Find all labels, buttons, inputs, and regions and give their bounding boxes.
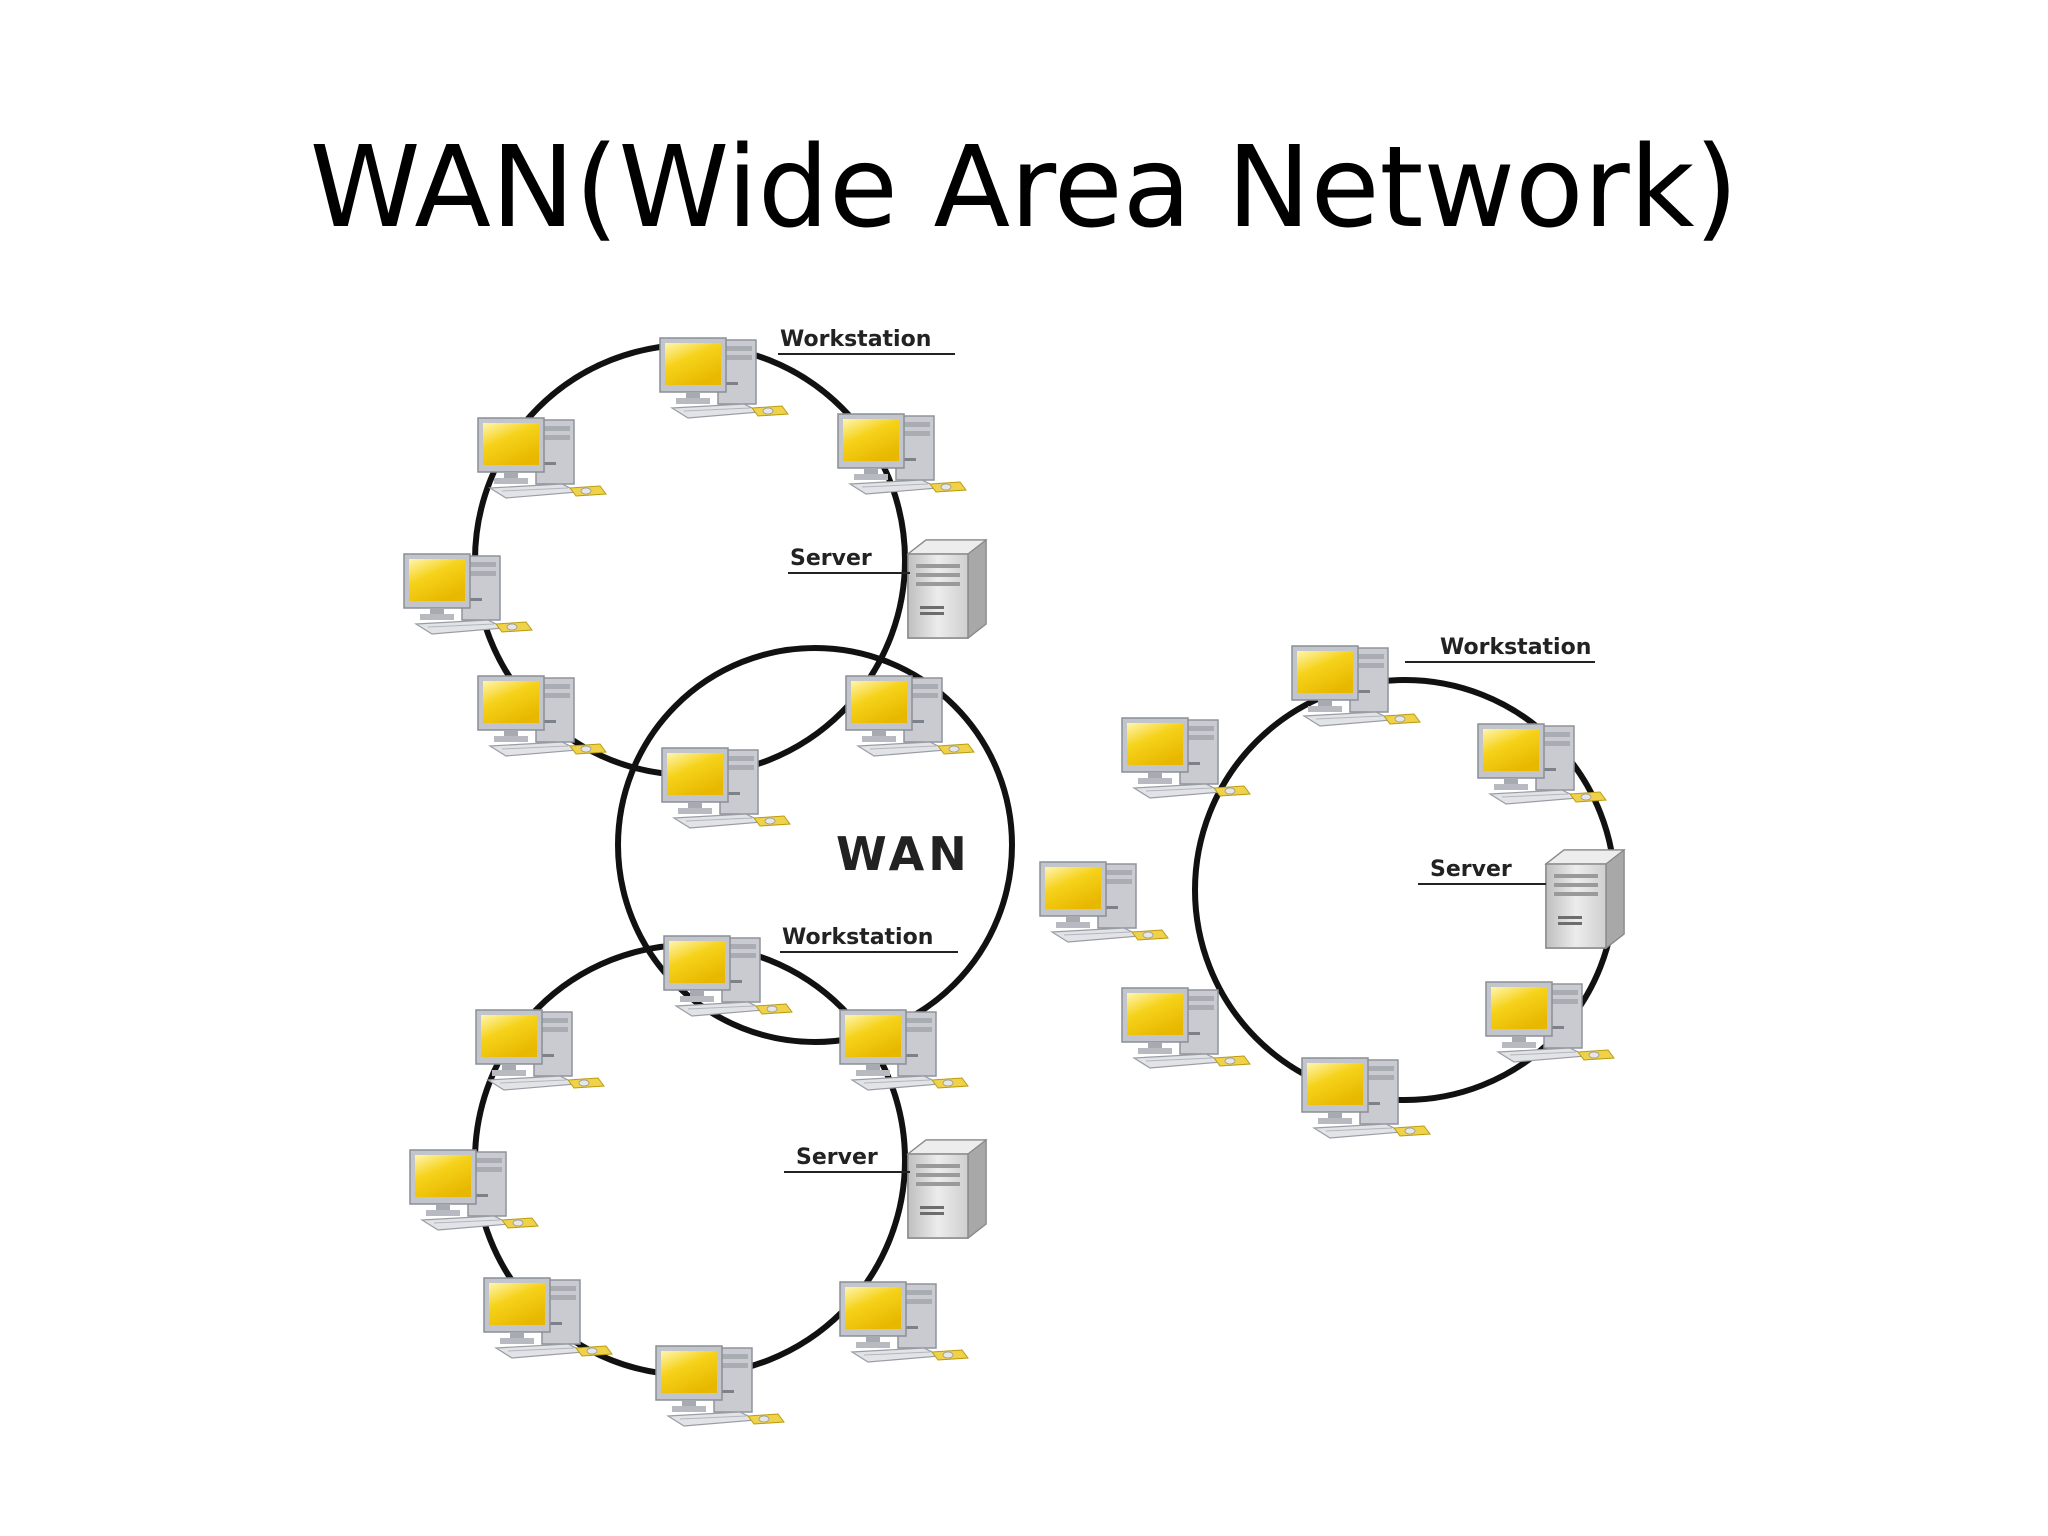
workstation-computer-icon <box>659 337 789 419</box>
workstation-computer-icon <box>839 1009 969 1091</box>
workstation-computer-icon <box>409 1149 539 1231</box>
workstation-computer-icon <box>845 675 975 757</box>
server-tower-icon <box>907 539 987 639</box>
workstation-computer-icon <box>1485 981 1615 1063</box>
server-label: Server <box>796 1145 878 1170</box>
wan-backbone-ring <box>615 645 1015 1045</box>
workstation-computer-icon <box>477 675 607 757</box>
workstation-label: Workstation <box>782 925 933 950</box>
workstation-computer-icon <box>475 1009 605 1091</box>
workstation-computer-icon <box>1121 987 1251 1069</box>
workstation-computer-icon <box>477 417 607 499</box>
workstation-computer-icon <box>403 553 533 635</box>
workstation-computer-icon <box>1039 861 1169 943</box>
workstation-computer-icon <box>663 935 793 1017</box>
server-label: Server <box>790 546 872 571</box>
workstation-computer-icon <box>655 1345 785 1427</box>
network-bottom-left: Workstation Server <box>409 925 987 1427</box>
workstation-computer-icon <box>837 413 967 495</box>
server-label: Server <box>1430 857 1512 882</box>
workstation-label: Workstation <box>780 327 931 352</box>
slide-title: WAN(Wide Area Network) <box>309 123 1739 253</box>
workstation-computer-icon <box>1121 717 1251 799</box>
server-tower-icon <box>907 1139 987 1239</box>
workstation-label: Workstation <box>1440 635 1591 660</box>
network-top-left: Workstation Server <box>403 327 987 829</box>
workstation-computer-icon <box>1291 645 1421 727</box>
server-tower-icon <box>1545 849 1625 949</box>
workstation-computer-icon <box>1477 723 1607 805</box>
network-right: Workstation Server <box>1039 635 1625 1139</box>
workstation-computer-icon <box>839 1281 969 1363</box>
wan-label: WAN <box>836 827 971 881</box>
workstation-computer-icon <box>483 1277 613 1359</box>
